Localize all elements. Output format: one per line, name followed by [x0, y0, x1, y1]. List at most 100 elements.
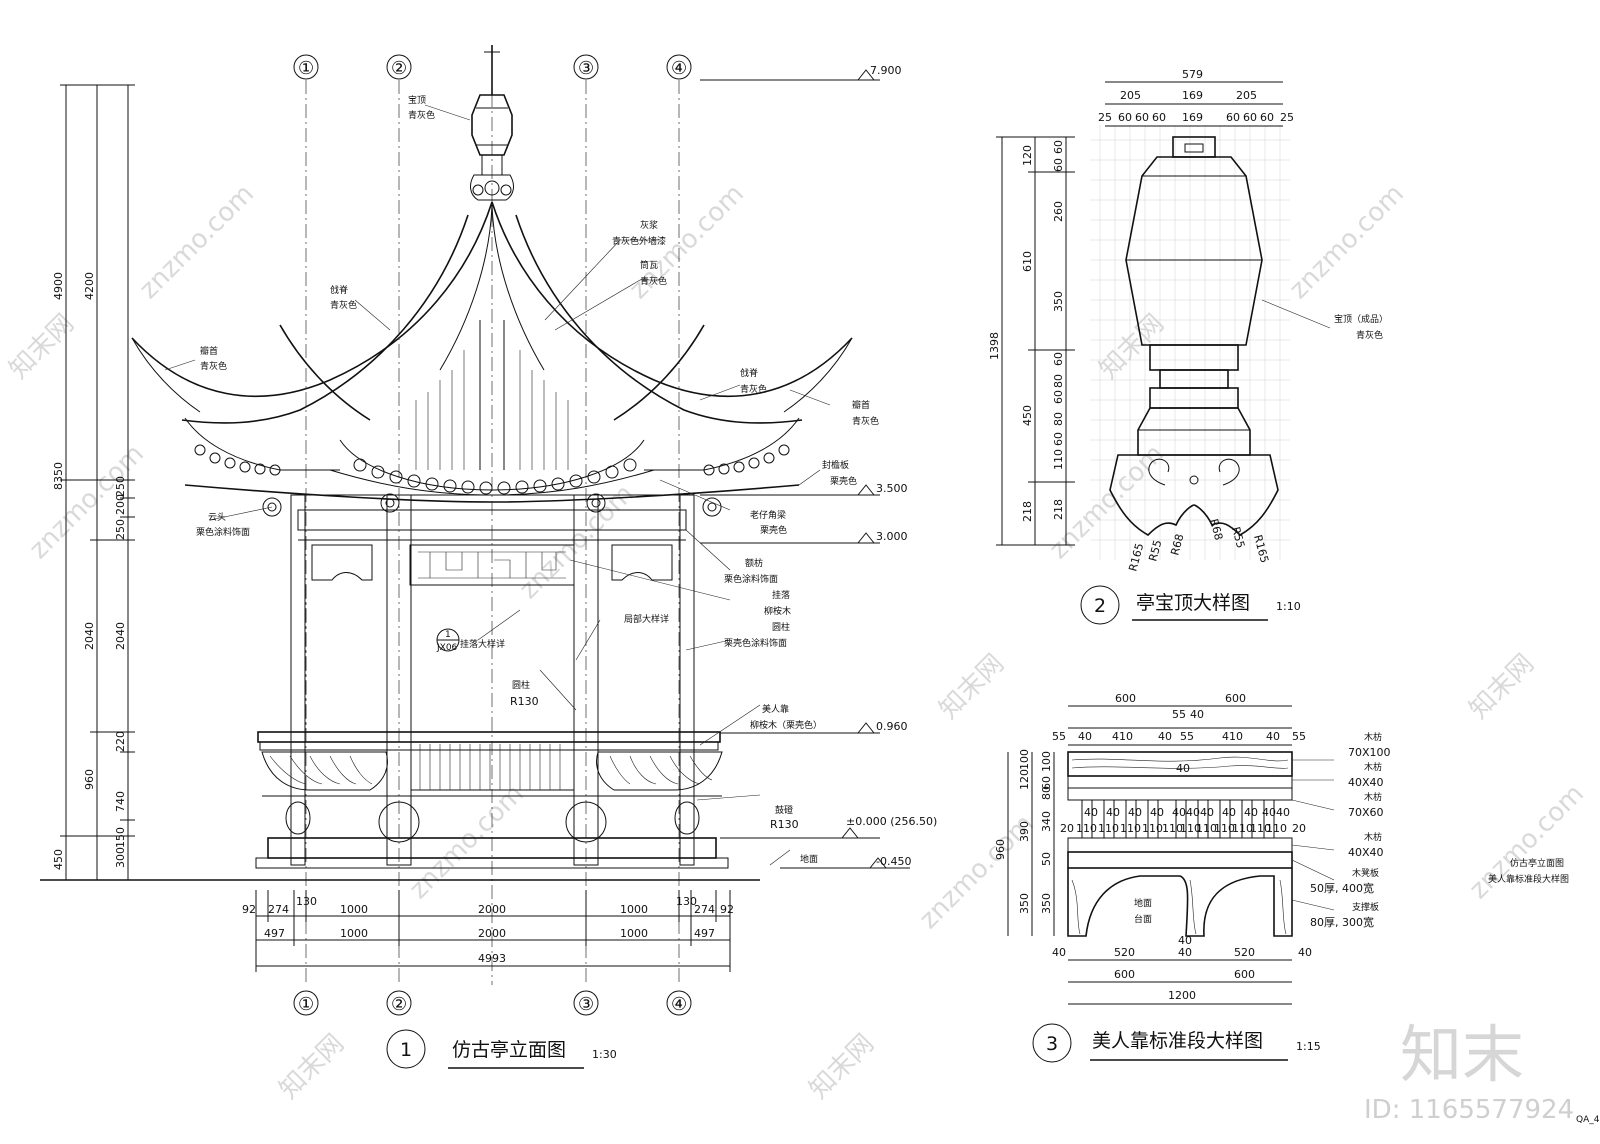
dim: 60	[1226, 111, 1240, 124]
label: 台面	[1134, 913, 1152, 925]
dim: 260	[1052, 201, 1065, 222]
watermark-text: 知末网	[1464, 649, 1540, 725]
axis-label: ④	[671, 58, 687, 79]
label: 戗脊	[330, 284, 348, 296]
radius-label: R68	[1168, 533, 1186, 557]
dim: 110	[1076, 822, 1097, 835]
drawing-number: 1	[400, 1039, 412, 1061]
dim: 25	[1280, 111, 1294, 124]
hdim: 1000	[620, 903, 648, 916]
dim: 600	[1115, 692, 1136, 705]
dim: 520	[1234, 946, 1255, 959]
label: 70X100	[1348, 746, 1391, 759]
dim: 110	[1052, 449, 1065, 470]
level-label: 3.000	[876, 530, 908, 543]
detail-bubble-bottom: JX06	[436, 643, 458, 653]
watermark-text: znzmo.com	[134, 179, 260, 305]
label: 40X40	[1348, 846, 1384, 859]
dim: 40	[1084, 806, 1098, 819]
dim: 390	[1018, 821, 1031, 842]
axis-label: ③	[578, 58, 594, 79]
dim: 60	[1040, 776, 1053, 790]
label: 青灰色	[330, 299, 357, 311]
dim: 110	[1098, 822, 1119, 835]
watermark-text: 知末网	[4, 309, 80, 385]
dim: 40	[1150, 806, 1164, 819]
label: 栗壳色	[830, 475, 857, 487]
dim: 20	[1292, 822, 1306, 835]
dim: 1200	[1168, 989, 1196, 1002]
dim: 100	[1018, 749, 1031, 770]
dim: 610	[1021, 251, 1034, 272]
label: 圆柱	[512, 679, 530, 691]
dim: 40	[1262, 806, 1276, 819]
dim: 60	[1135, 111, 1149, 124]
label: 50厚, 400宽	[1310, 881, 1374, 895]
dim: 60	[1260, 111, 1274, 124]
drawing-number: 3	[1046, 1033, 1058, 1055]
dim: 110	[1250, 822, 1271, 835]
dim: 40	[1178, 934, 1192, 947]
label: 地面	[1134, 897, 1152, 909]
level-label: 7.900	[870, 64, 902, 77]
label: 木枋	[1364, 731, 1382, 743]
dim: 350	[1018, 893, 1031, 914]
dim: 340	[1040, 811, 1053, 832]
level-label: 0.960	[876, 720, 908, 733]
dim: 40	[1190, 708, 1204, 721]
vdim: 450	[52, 849, 65, 870]
dim: 40	[1186, 806, 1200, 819]
dim: 205	[1236, 89, 1257, 102]
label: 栗色涂料饰面	[196, 526, 250, 538]
dim: 110	[1196, 822, 1217, 835]
label: 青灰色	[1356, 329, 1383, 341]
label: 灰浆	[640, 219, 658, 231]
label: 挂落	[772, 589, 790, 601]
vdim: 300	[114, 847, 127, 868]
label: R130	[770, 818, 799, 831]
dim: 55	[1292, 730, 1306, 743]
dim: 600	[1234, 968, 1255, 981]
dim: 40	[1178, 946, 1192, 959]
label: 木枋	[1364, 791, 1382, 803]
hdim: 130	[296, 895, 317, 908]
dim: 960	[994, 839, 1007, 860]
drawing-title: 仿古亭立面图	[452, 1039, 566, 1061]
dim: 40	[1128, 806, 1142, 819]
watermark-text: 知末网	[804, 1029, 880, 1105]
label: 木凳板	[1352, 867, 1379, 879]
dim: 110	[1162, 822, 1183, 835]
hdim: 274	[694, 903, 715, 916]
label: 青灰色	[740, 383, 767, 395]
axis-label: ②	[391, 58, 407, 79]
dim: 50	[1040, 852, 1053, 866]
vdim: 250	[114, 476, 127, 497]
pavilion-elevation: ① ② ③ ④ ① ② ③ ④	[40, 45, 937, 1069]
dim: 60	[1152, 111, 1166, 124]
label: 柳桉木	[764, 605, 791, 617]
dim: 110	[1214, 822, 1235, 835]
watermark-text: znzmo.com	[1464, 779, 1590, 905]
dim: 218	[1021, 501, 1034, 522]
dim: 410	[1222, 730, 1243, 743]
dim: 55	[1180, 730, 1194, 743]
label: 地面	[800, 853, 818, 865]
radius-label: R55	[1146, 539, 1164, 563]
dim: 40	[1176, 762, 1190, 775]
dim: 110	[1120, 822, 1141, 835]
dim: 410	[1112, 730, 1133, 743]
watermark-text: 知末网	[934, 649, 1010, 725]
dim: 40	[1276, 806, 1290, 819]
label: 额枋	[745, 557, 763, 569]
label: 支撑板	[1352, 901, 1379, 913]
label: 青灰色	[852, 415, 879, 427]
hdim: 1000	[340, 903, 368, 916]
dim: 60	[1052, 432, 1065, 446]
hdim: 92	[720, 903, 734, 916]
watermark-text: znzmo.com	[1284, 179, 1410, 305]
label: 瓣首	[200, 345, 218, 357]
dim: 60	[1052, 390, 1065, 404]
dim: 80	[1052, 412, 1065, 426]
dim: 110	[1232, 822, 1253, 835]
